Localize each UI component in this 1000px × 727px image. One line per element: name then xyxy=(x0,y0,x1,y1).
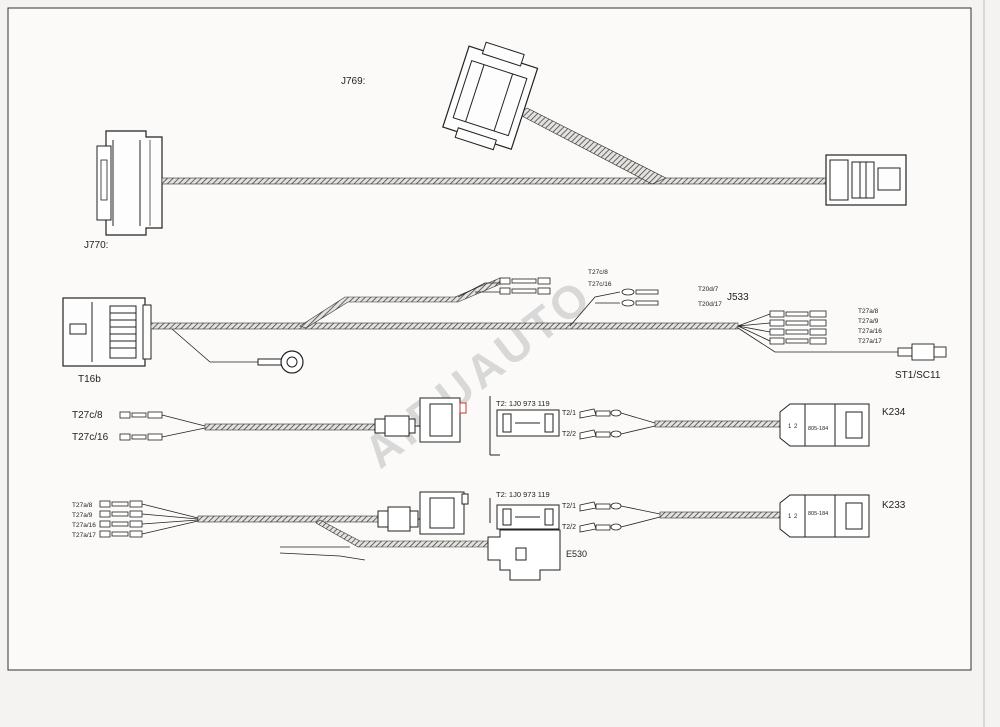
right-connector-top xyxy=(825,154,907,206)
wires-t27c-left xyxy=(161,414,206,438)
label-t2-part-upper: T2: 1J0 973 119 xyxy=(496,399,550,408)
relay-connector-upper xyxy=(374,397,467,443)
label-k234: K234 xyxy=(882,407,906,418)
label-j770: J770: xyxy=(84,240,108,251)
label-t27a9-right: T27a/9 xyxy=(858,318,879,325)
label-e530: E530 xyxy=(566,549,587,559)
label-k234-pin2: 2 xyxy=(794,424,798,430)
e530-connector xyxy=(487,529,561,581)
harness-t27a-left xyxy=(197,515,379,523)
harness-t27c-left xyxy=(204,423,376,431)
wires-t2-lower xyxy=(620,505,661,528)
harness-k233 xyxy=(659,511,781,519)
terminal-pair-t20d xyxy=(621,288,659,307)
label-k233: K233 xyxy=(882,500,906,511)
label-t2-1-lower: T2/1 xyxy=(562,503,576,510)
label-k234-code: 805-184 xyxy=(808,426,828,432)
label-st1-sc11: ST1/SC11 xyxy=(895,370,941,381)
relay-connector-lower xyxy=(377,491,469,535)
label-t20d7: T20d/7 xyxy=(698,286,719,293)
label-t27a17-right: T27a/17 xyxy=(858,338,882,345)
label-t27a16-left: T27a/16 xyxy=(72,522,96,529)
harness-main-middle xyxy=(150,322,739,330)
label-t27c16-left: T27c/16 xyxy=(72,432,109,443)
t2-part-box-lower xyxy=(489,498,560,530)
label-t27a17-left: T27a/17 xyxy=(72,532,96,539)
label-j769: J769: xyxy=(341,76,365,87)
terminals-t27a-right xyxy=(769,310,827,345)
harness-k234 xyxy=(654,420,781,428)
terminal-pair-t27c xyxy=(499,277,551,295)
label-k233-pin1: 1 xyxy=(788,514,792,520)
wire-to-t27c-top xyxy=(457,282,500,298)
k234-connector xyxy=(779,403,870,447)
ground-wire xyxy=(171,328,262,363)
label-j533: J533 xyxy=(727,292,749,303)
label-t2-part-lower: T2: 1J0 973 119 xyxy=(496,490,550,499)
harness-main-top xyxy=(161,177,833,185)
t2-part-box-upper xyxy=(489,396,560,456)
terminals-t27c-left xyxy=(119,411,163,441)
wire-to-t20d xyxy=(569,291,621,327)
label-t27a16-right: T27a/16 xyxy=(858,328,882,335)
wires-t2-upper xyxy=(620,412,656,435)
terminals-t2-upper xyxy=(579,408,622,440)
terminals-t27a-left xyxy=(99,500,143,538)
wires-t27a-left xyxy=(141,503,199,535)
label-k234-pin1: 1 xyxy=(788,424,792,430)
label-t27a8-left: T27a/8 xyxy=(72,502,93,509)
st1-sc11-connector xyxy=(897,343,947,361)
ground-ring-terminal xyxy=(257,350,304,374)
terminals-t2-lower xyxy=(579,501,622,533)
label-t2-1-upper: T2/1 xyxy=(562,410,576,417)
label-t2-2-upper: T2/2 xyxy=(562,431,576,438)
label-t27c8-top: T27c/8 xyxy=(588,269,608,276)
label-k233-code: 805-184 xyxy=(808,511,828,517)
wires-to-t27a-right xyxy=(737,313,898,353)
label-t27a9-left: T27a/9 xyxy=(72,512,93,519)
t16b-connector xyxy=(62,297,152,367)
label-t27c8-left: T27c/8 xyxy=(72,410,103,421)
label-t20d17: T20d/17 xyxy=(698,301,722,308)
j769-connector xyxy=(442,41,539,151)
j770-connector xyxy=(96,130,163,236)
label-t2-2-lower: T2/2 xyxy=(562,524,576,531)
label-t16b: T16b xyxy=(78,374,101,385)
label-t27a8-right: T27a/8 xyxy=(858,308,879,315)
wire-e530-outer xyxy=(279,546,366,561)
label-k233-pin2: 2 xyxy=(794,514,798,520)
k233-connector xyxy=(779,494,870,538)
label-t27c16-top: T27c/16 xyxy=(588,281,612,288)
